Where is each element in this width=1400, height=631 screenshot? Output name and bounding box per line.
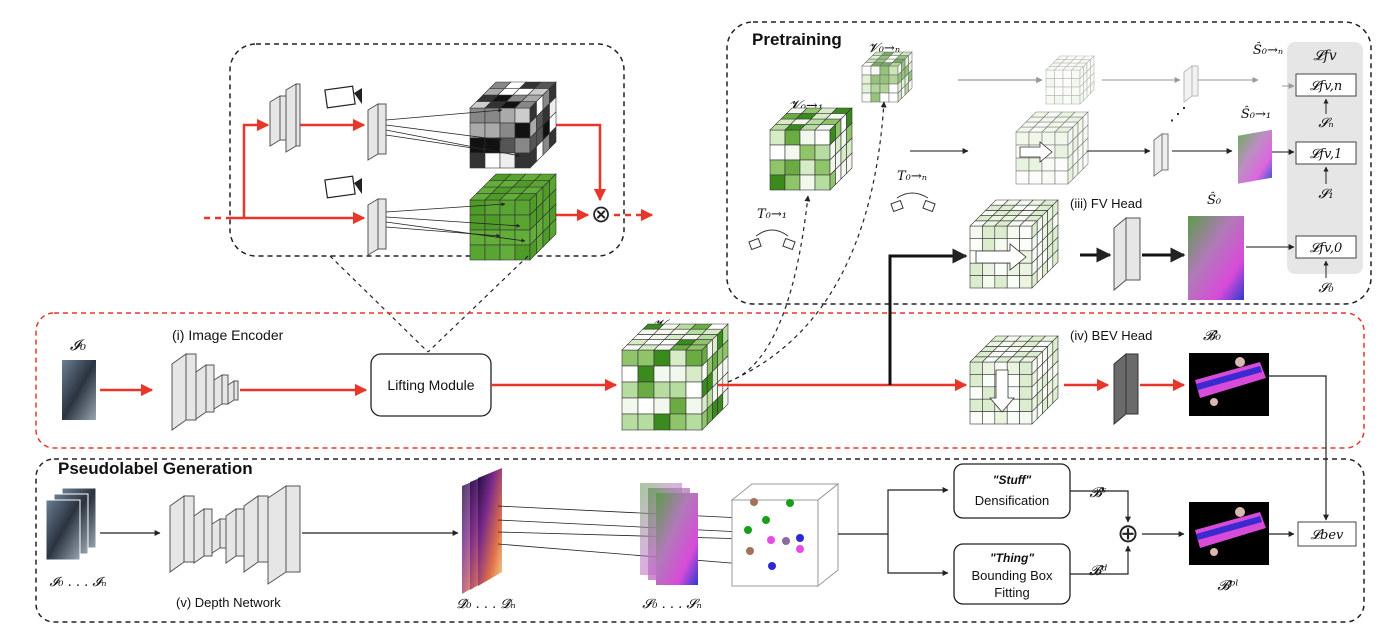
transform-1-label: T₀→₁ xyxy=(757,207,787,222)
input-sequence-label: 𝓘₀ . . . 𝓘ₙ xyxy=(50,575,107,590)
fv-output-0-label: Ŝ₀ xyxy=(1207,191,1222,208)
pretraining-title: Pretraining xyxy=(752,30,842,49)
bev-volume-cube xyxy=(969,335,1059,425)
pseudolabel-bev-image xyxy=(1189,502,1269,565)
warped-volume-1-cube xyxy=(769,107,853,191)
depth-network-block xyxy=(169,485,301,585)
transform-1-icon xyxy=(748,229,796,251)
fv-loss-label: 𝓛fv xyxy=(1313,48,1336,64)
semantic-label-0: 𝓢₀ xyxy=(1318,281,1334,296)
depth-maps xyxy=(462,468,502,594)
fv-loss-1-box xyxy=(1295,141,1357,165)
thing-output-label: 𝓑̂ᵈ xyxy=(1089,563,1107,579)
pseudolabel-section: Pseudolabel Generation 𝓘₀ . . . 𝓘ₙ (v) D… xyxy=(35,458,1365,623)
camera-icon xyxy=(324,85,362,109)
fv-output-1-label: Ŝ₀→₁ xyxy=(1241,105,1271,122)
camera-icon xyxy=(324,175,362,199)
warped-volume-n-cube xyxy=(861,51,913,103)
thing-subtitle-1: Bounding Box xyxy=(972,568,1053,583)
pseudolabel-bev-label: 𝓑̂ᵖˡ xyxy=(1217,578,1238,594)
input-image-label: 𝓘₀ xyxy=(70,336,86,354)
fv-output-n-label: Ŝ₀→ₙ xyxy=(1253,41,1283,58)
main-pipeline: 𝓘₀ (i) Image Encoder Lifting Module 𝓥₀ (… xyxy=(35,101,1365,521)
ellipsis: ⋰ xyxy=(1169,104,1187,124)
voxel-volume-cube xyxy=(621,323,729,431)
fv-output-0-image xyxy=(1188,216,1244,300)
fv-head-label: (iii) FV Head xyxy=(1070,196,1142,211)
stuff-output-label: 𝓑̂ˢ xyxy=(1089,485,1106,501)
fv-loss-n-box xyxy=(1295,73,1357,97)
bev-loss-box xyxy=(1297,521,1357,547)
fv-loss-n-label: 𝓛fv,n xyxy=(1310,79,1343,94)
fv-loss-1-label: 𝓛fv,1 xyxy=(1310,147,1342,162)
stuff-title: "Stuff" xyxy=(993,473,1032,487)
fv-volume-1-cube xyxy=(1015,111,1089,185)
fv-loss-0-label: 𝓛fv,0 xyxy=(1310,241,1342,256)
bev-head-block xyxy=(1113,352,1139,426)
transform-n-icon xyxy=(890,192,936,213)
image-encoder-label: (i) Image Encoder xyxy=(172,327,284,343)
lifting-inset: ⊗ xyxy=(204,43,654,353)
thing-title: "Thing" xyxy=(990,551,1034,565)
fv-volume-n-cube xyxy=(1045,55,1095,105)
bev-output-image xyxy=(1189,353,1269,416)
multiply-icon: ⊗ xyxy=(591,201,611,228)
thing-subtitle-2: Fitting xyxy=(994,585,1029,600)
lifting-module-label: Lifting Module xyxy=(387,377,474,393)
semantic-label-1: 𝓢₁ xyxy=(1318,187,1333,202)
input-image xyxy=(62,360,96,420)
semantic-maps-label: 𝓢₀ . . . 𝓢ₙ xyxy=(642,597,702,612)
fv-output-1-image xyxy=(1238,129,1272,184)
depth-cube xyxy=(469,81,557,169)
depth-network-label: (v) Depth Network xyxy=(176,595,281,610)
image-encoder-block xyxy=(171,353,239,431)
fv-loss-0-box xyxy=(1295,235,1357,259)
semantic-label-n: 𝓢ₙ xyxy=(1318,116,1333,131)
fv-head-block xyxy=(1113,216,1141,292)
depth-maps-label: 𝓓̂₀ . . . 𝓓̂ₙ xyxy=(456,597,515,612)
bev-output-label: 𝓑̂₀ xyxy=(1203,328,1221,344)
semantic-maps xyxy=(640,483,698,585)
pseudolabel-title: Pseudolabel Generation xyxy=(58,459,253,478)
stuff-subtitle: Densification xyxy=(975,493,1049,508)
bev-loss-label: 𝓛bev xyxy=(1311,528,1344,543)
input-sequence-images xyxy=(45,487,97,561)
combine-icon: ⊕ xyxy=(1117,518,1139,548)
point-cloud-cube xyxy=(730,482,840,588)
pretraining-section: Pretraining 𝓛fv 𝓛fv,n 𝓢ₙ 𝓛fv,1 𝓢₁ 𝓛fv,0 … xyxy=(726,21,1372,305)
transform-n-label: T₀→ₙ xyxy=(897,169,927,184)
fv-volume-0-cube xyxy=(969,199,1059,289)
bev-head-label: (iv) BEV Head xyxy=(1070,328,1152,343)
voxel-cube xyxy=(469,173,557,261)
